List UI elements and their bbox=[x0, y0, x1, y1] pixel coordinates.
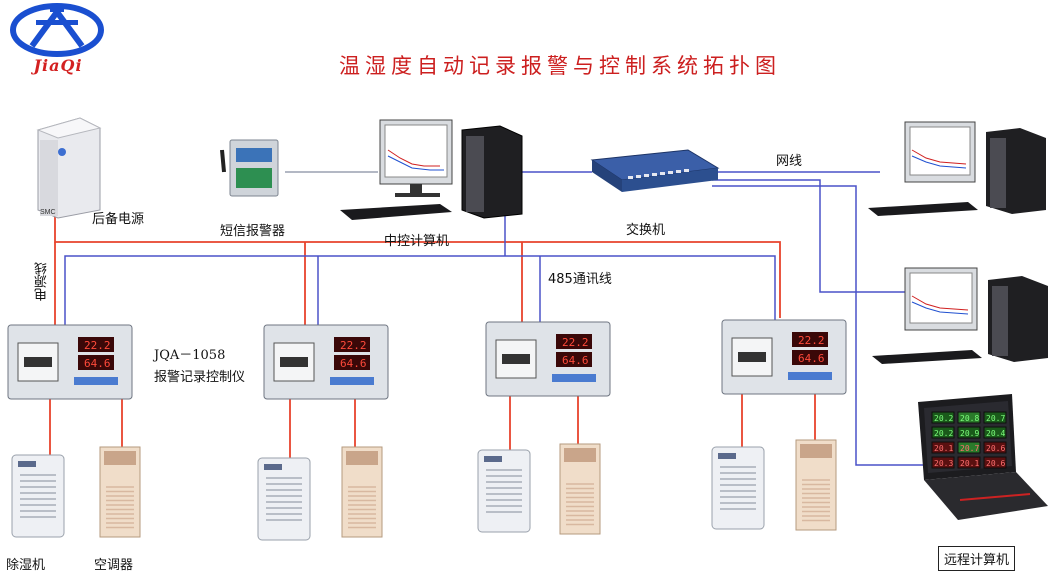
laptop-readings: 20.2 20.8 20.7 20.2 20.9 20.4 20.1 20.7 20.6 20.3… bbox=[931, 411, 1007, 469]
label-switch: 交换机 bbox=[626, 223, 666, 238]
controller-humidity-display: 64.6 bbox=[84, 357, 111, 370]
alarm-controller-4: 22.2 64.6 bbox=[721, 319, 847, 395]
laptop-reading: 20.3 bbox=[934, 459, 953, 468]
sms-alarm-device bbox=[220, 139, 279, 197]
dehumidifier-unit bbox=[711, 446, 765, 530]
central-computer bbox=[340, 119, 523, 220]
air-conditioner-unit bbox=[559, 443, 601, 535]
hvac-units bbox=[11, 439, 837, 541]
laptop-reading: 20.8 bbox=[960, 414, 979, 423]
rs485-bus bbox=[64, 255, 776, 328]
alarm-controller-2: 22.2 64.6 bbox=[263, 324, 389, 400]
jiaqi-logo bbox=[10, 3, 104, 57]
air-conditioner-unit bbox=[795, 439, 837, 531]
controllers: 22.2 64.6 22.2 64.6 22.2 64.6 22.2 64.6 bbox=[7, 319, 847, 400]
laptop-reading: 20.9 bbox=[960, 429, 979, 438]
air-conditioner-unit bbox=[99, 446, 141, 538]
controller-humidity-display: 64.6 bbox=[798, 352, 825, 365]
controller-humidity-display: 64.6 bbox=[340, 357, 367, 370]
client-computer-2 bbox=[872, 267, 1048, 364]
laptop-reading: 20.4 bbox=[986, 429, 1005, 438]
power-line-main bbox=[54, 215, 781, 318]
net-to-laptop bbox=[712, 185, 928, 466]
diagram-title: 温湿度自动记录报警与控制系统拓扑图 bbox=[339, 54, 781, 78]
controller-humidity-display: 64.6 bbox=[562, 354, 589, 367]
label-sms-alarm: 短信报警器 bbox=[220, 224, 286, 239]
label-controller-model: JQA－1058 bbox=[154, 348, 226, 363]
laptop-reading: 20.1 bbox=[934, 444, 953, 453]
dehumidifier-unit bbox=[257, 457, 311, 541]
ups-device: SMC bbox=[36, 117, 102, 219]
label-dehumidifier: 除湿机 bbox=[6, 558, 46, 573]
laptop-reading: 20.2 bbox=[934, 414, 953, 423]
label-air-conditioner: 空调器 bbox=[94, 558, 134, 573]
air-conditioner-unit bbox=[341, 446, 383, 538]
label-rs485-cable: 485通讯线 bbox=[548, 272, 612, 287]
net-to-pc3 bbox=[712, 179, 905, 293]
svg-text:SMC: SMC bbox=[40, 209, 56, 216]
logo-text: JiaQi bbox=[33, 56, 83, 75]
controller-temperature-display: 22.2 bbox=[798, 334, 825, 347]
label-network-cable: 网线 bbox=[776, 154, 803, 169]
label-ups: 后备电源 bbox=[92, 212, 145, 227]
controller-temperature-display: 22.2 bbox=[562, 336, 589, 349]
client-computer-1 bbox=[868, 121, 1046, 216]
laptop-reading: 20.7 bbox=[960, 444, 979, 453]
dehumidifier-unit bbox=[477, 449, 531, 533]
label-power-cable: 电源线 bbox=[35, 262, 50, 301]
laptop-reading: 20.6 bbox=[986, 444, 1005, 453]
controller-temperature-display: 22.2 bbox=[340, 339, 367, 352]
laptop-reading: 20.2 bbox=[934, 429, 953, 438]
alarm-controller-1: 22.2 64.6 bbox=[7, 324, 133, 400]
label-remote-computer: 远程计算机 bbox=[938, 546, 1016, 571]
laptop-reading: 20.7 bbox=[986, 414, 1005, 423]
laptop-reading: 20.1 bbox=[960, 459, 979, 468]
laptop-reading: 20.6 bbox=[986, 459, 1005, 468]
network-switch bbox=[590, 149, 720, 192]
comm-lines bbox=[64, 171, 928, 466]
controller-temperature-display: 22.2 bbox=[84, 339, 111, 352]
label-central-computer: 中控计算机 bbox=[384, 234, 450, 249]
alarm-controller-3: 22.2 64.6 bbox=[485, 321, 611, 397]
dehumidifier-unit bbox=[11, 454, 65, 538]
label-controller-name: 报警记录控制仪 bbox=[154, 370, 246, 385]
power-lines bbox=[49, 215, 816, 458]
